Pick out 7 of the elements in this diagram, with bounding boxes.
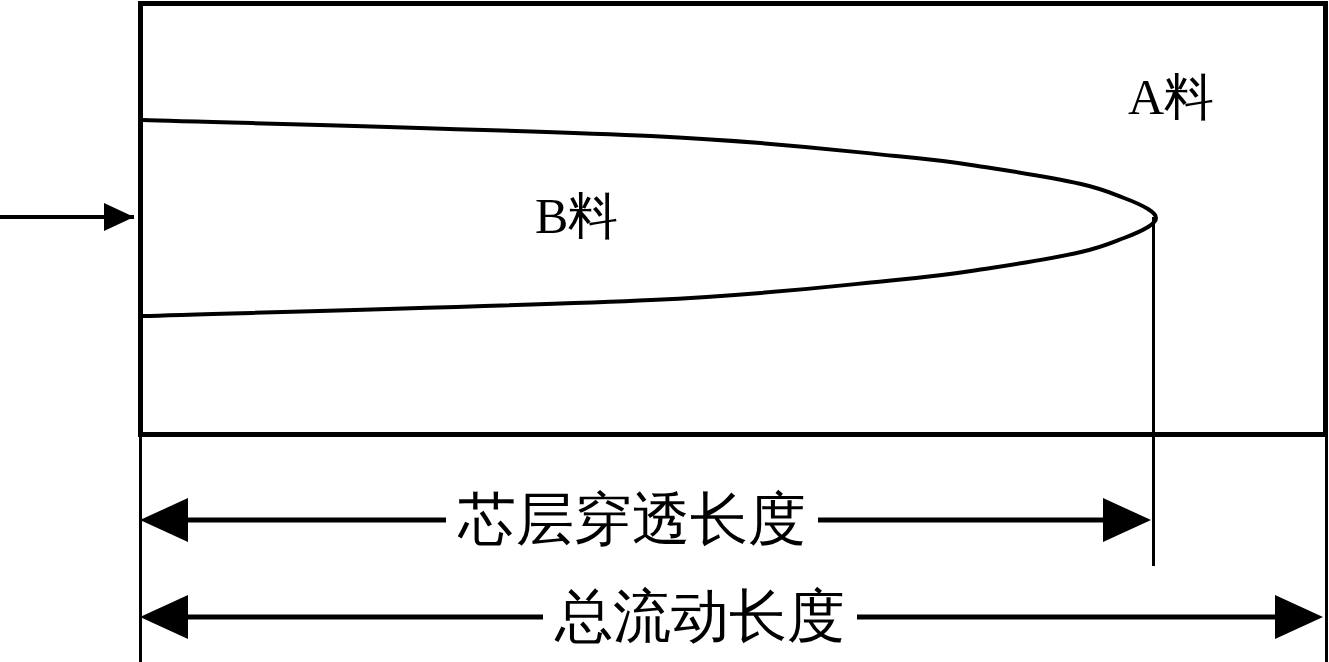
- dimension-label: 总流动长度: [555, 588, 845, 646]
- mold-cavity: [138, 1, 1328, 437]
- arrow: [0, 203, 134, 231]
- dimension-label: 芯层穿透长度: [458, 491, 806, 549]
- material-label: A料: [1128, 72, 1215, 122]
- material-label: B料: [535, 191, 619, 241]
- core-region: [143, 118, 1159, 318]
